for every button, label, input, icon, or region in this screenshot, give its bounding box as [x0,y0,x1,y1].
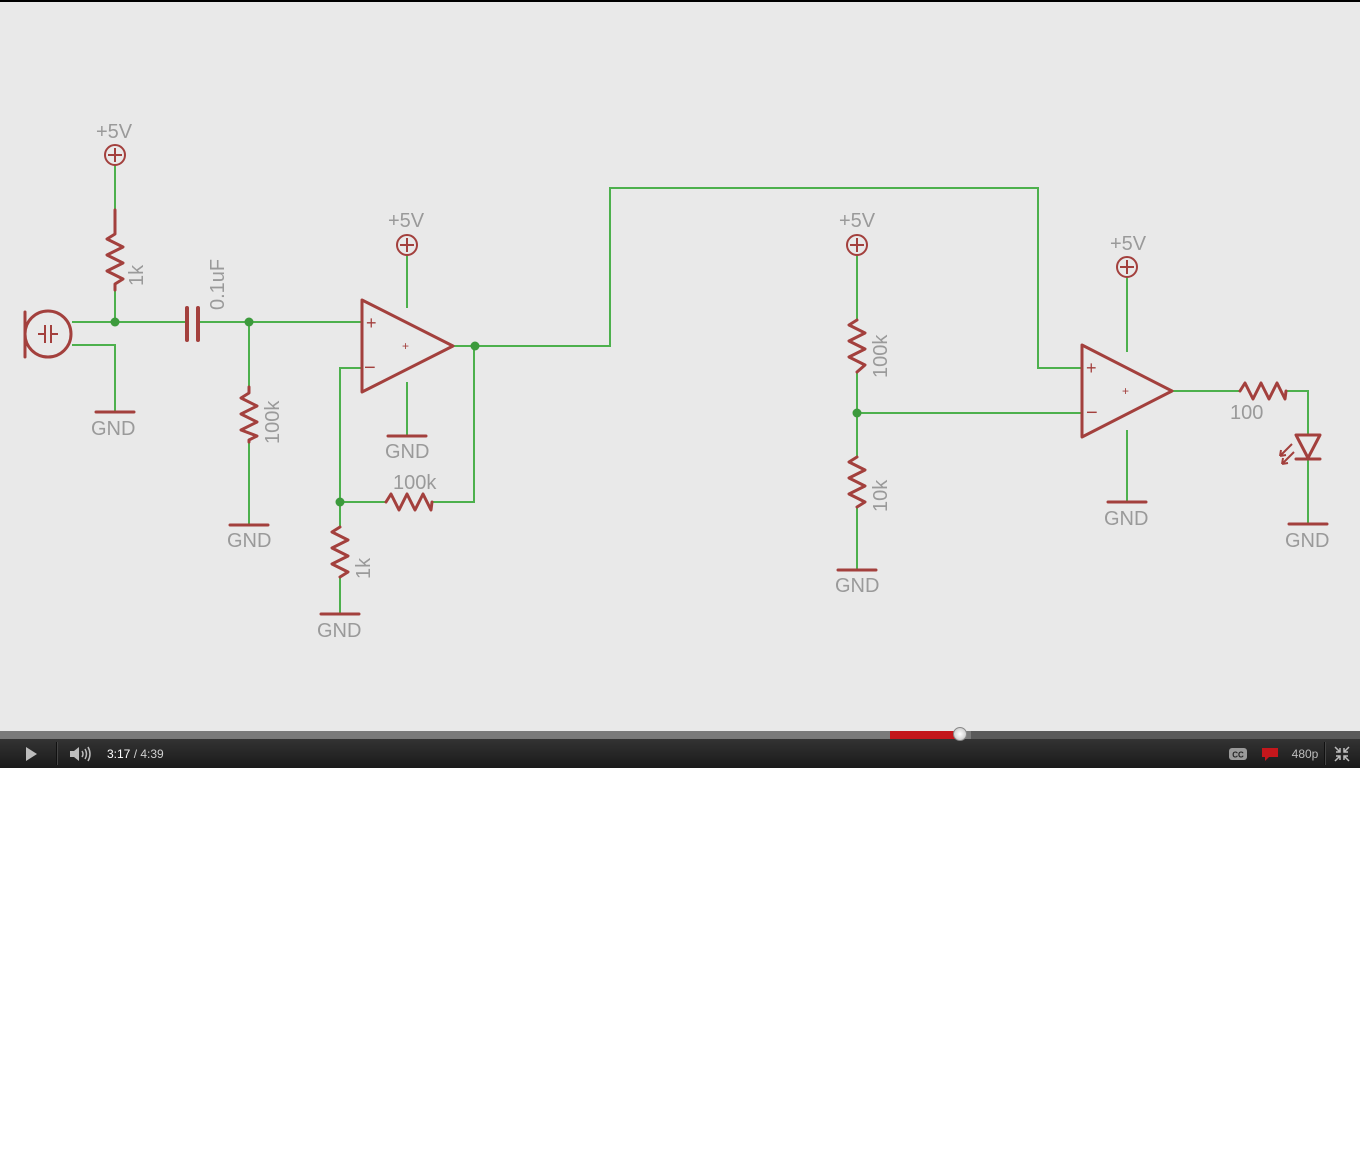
control-bar: 3:17 / 4:39 CC 480p [0,739,1360,768]
captions-button[interactable]: CC [1224,739,1252,768]
svg-text:−: − [1086,402,1098,424]
play-icon [26,746,37,761]
exit-fullscreen-icon [1334,745,1350,762]
label-gnd-op2: GND [1104,508,1148,530]
divider [1324,742,1326,765]
video-player[interactable]: + − + + − + +5V [0,0,1360,768]
label-r-div-bottom: 10k [870,479,892,512]
label-r-gain: 1k [353,557,375,579]
junction-divider [852,408,862,418]
resistor-div-top-100k [847,318,867,374]
wire-feedback [340,346,475,503]
label-vcc-op1: +5V [388,210,425,232]
label-gnd-op1: GND [385,441,429,463]
wire-op1-minus [339,367,362,527]
junctions [110,317,862,507]
label-r-led: 100 [1230,402,1263,424]
divider [56,742,58,765]
play-button[interactable] [14,739,48,768]
wire-op1-out [453,187,1082,369]
junction-op1-out [470,341,480,351]
progress-bar[interactable] [0,727,1360,741]
resistor-gain-1k [330,525,350,579]
opamp-1-symbol: + − + [360,298,455,394]
microphone-symbol [23,309,73,359]
junction-feedback [335,497,345,507]
label-gnd-div: GND [835,575,879,597]
vcc-symbol-div [846,234,868,256]
circuit-schematic: + − + + − + +5V [23,121,1329,642]
capacitor-symbol [185,306,200,342]
progress-scrubber-handle[interactable] [953,727,968,741]
power-symbols [94,144,1329,616]
wires [72,164,1309,613]
video-frame[interactable]: + − + + − + +5V [0,2,1360,731]
schematic-labels: +5V 1k GND 0.1uF 100k GND +5V GND 100k 1… [91,121,1329,642]
svg-text:+: + [1086,358,1097,378]
svg-text:+: + [402,339,409,353]
label-cap: 0.1uF [207,259,229,310]
wire-mic-gnd [72,344,116,412]
label-r-div-top: 100k [870,334,892,378]
captions-icon: CC [1229,747,1247,760]
label-r-bias: 1k [126,264,148,286]
wire-op2-out [1172,390,1309,524]
opamp-2-symbol: + − + [1080,343,1174,439]
label-r-bleed: 100k [262,400,284,444]
time-display: 3:17 / 4:39 [107,739,164,768]
label-gnd-mic: GND [91,418,135,440]
label-vcc-div: +5V [839,210,876,232]
label-gnd-gain: GND [317,620,361,642]
resistor-bias-1k [105,208,125,292]
vcc-symbol-op1 [396,234,418,256]
exit-fullscreen-button[interactable] [1328,739,1356,768]
progress-buffered [0,731,972,739]
label-vcc-op2: +5V [1110,233,1147,255]
components: + − + + − + [23,208,1322,579]
resistor-bleed-100k [239,385,259,444]
resistor-div-bottom-10k [847,455,867,509]
label-vcc-mic: +5V [96,121,133,143]
label-gnd-led: GND [1285,530,1329,552]
volume-button[interactable] [64,739,98,768]
volume-icon [70,746,91,761]
vcc-symbol-mic [104,144,126,166]
svg-text:−: − [364,357,376,379]
progress-played [890,731,961,739]
resistor-feedback-100k [384,492,434,512]
time-separator: / [130,746,141,761]
vcc-symbol-op2 [1116,256,1138,278]
junction-mic [110,317,120,327]
time-current: 3:17 [107,746,131,761]
quality-button[interactable]: 480p [1291,746,1319,761]
svg-text:+: + [1122,384,1129,398]
svg-text:CC: CC [1232,750,1244,759]
resistor-led-100 [1238,381,1288,401]
time-total: 4:39 [140,746,164,761]
label-gnd-bleed: GND [227,530,271,552]
player-controls: 3:17 / 4:39 CC 480p [0,727,1360,768]
led-symbol [1279,433,1322,465]
annotations-button[interactable] [1256,739,1284,768]
junction-cap [244,317,254,327]
label-r-feedback: 100k [393,472,437,494]
wire-mic-node [72,290,185,323]
annotations-icon [1262,747,1278,761]
svg-text:+: + [366,313,377,333]
